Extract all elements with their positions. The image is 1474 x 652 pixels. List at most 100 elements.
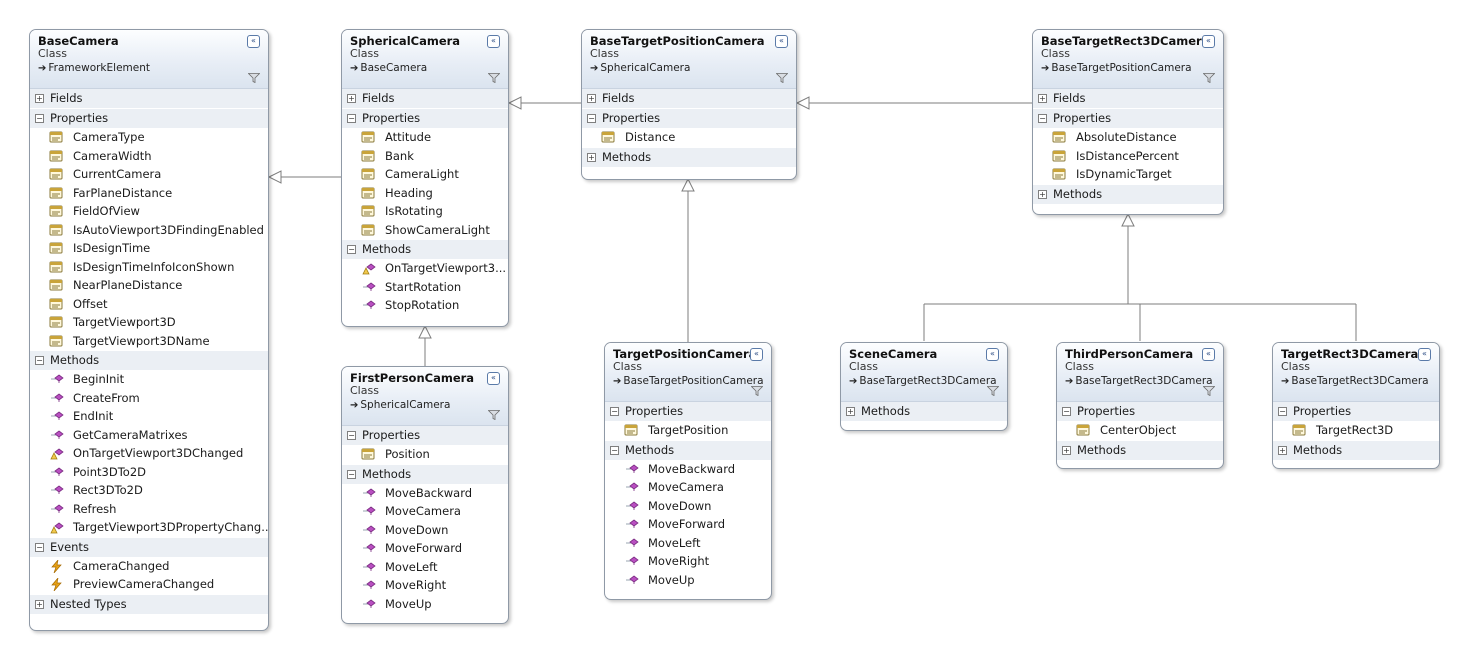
class-header[interactable]: BaseCamera Class ➔FrameworkElement « — [30, 30, 268, 89]
section-header-properties[interactable]: −Properties — [30, 109, 268, 128]
section-header-methods[interactable]: +Methods — [841, 402, 1007, 421]
collapse-toggle[interactable]: − — [35, 542, 44, 552]
property-item[interactable]: FieldOfView — [30, 202, 268, 221]
property-item[interactable]: Distance — [582, 128, 796, 147]
method-item[interactable]: StartRotation — [342, 278, 508, 297]
property-item[interactable]: AbsoluteDistance — [1033, 128, 1223, 147]
property-item[interactable]: Heading — [342, 184, 508, 203]
collapse-toggle[interactable]: − — [610, 445, 619, 455]
collapse-icon[interactable]: « — [1418, 348, 1431, 361]
class-box-targetpositioncamera[interactable]: TargetPositionCamera Class ➔BaseTargetPo… — [604, 342, 772, 600]
property-item[interactable]: TargetViewport3D — [30, 313, 268, 332]
method-item[interactable]: MoveCamera — [605, 478, 771, 497]
section-header-properties[interactable]: −Properties — [605, 402, 771, 421]
method-item[interactable]: StopRotation — [342, 296, 508, 315]
collapse-toggle[interactable]: − — [35, 114, 44, 123]
collapse-icon[interactable]: « — [1202, 348, 1215, 361]
expand-toggle[interactable]: + — [35, 599, 44, 609]
property-item[interactable]: CameraLight — [342, 165, 508, 184]
method-item[interactable]: MoveDown — [342, 521, 508, 540]
collapse-icon[interactable]: « — [1202, 35, 1215, 48]
event-item[interactable]: PreviewCameraChanged — [30, 575, 268, 594]
property-item[interactable]: Offset — [30, 295, 268, 314]
method-item[interactable]: MoveRight — [605, 552, 771, 571]
section-header-methods[interactable]: −Methods — [342, 464, 508, 484]
method-item[interactable]: GetCameraMatrixes — [30, 426, 268, 445]
collapse-toggle[interactable]: − — [1278, 407, 1287, 416]
section-header-methods[interactable]: −Methods — [342, 240, 508, 259]
expand-toggle[interactable]: + — [846, 407, 855, 416]
method-item[interactable]: MoveLeft — [605, 534, 771, 553]
expand-toggle[interactable]: + — [1062, 445, 1071, 455]
expand-toggle[interactable]: + — [347, 94, 356, 103]
class-box-basetargetrect3dcamera[interactable]: BaseTargetRect3DCamera Class ➔BaseTarget… — [1032, 29, 1224, 215]
property-item[interactable]: ShowCameraLight — [342, 221, 508, 240]
class-header[interactable]: SceneCamera Class ➔BaseTargetRect3DCamer… — [841, 343, 1007, 402]
property-item[interactable]: Attitude — [342, 128, 508, 147]
method-item[interactable]: MoveLeft — [342, 558, 508, 577]
expand-toggle[interactable]: + — [1038, 189, 1047, 199]
method-item[interactable]: MoveUp — [605, 571, 771, 590]
class-header[interactable]: TargetPositionCamera Class ➔BaseTargetPo… — [605, 343, 771, 402]
method-item[interactable]: OnTargetViewport3DChanged — [30, 444, 268, 463]
section-header-properties[interactable]: −Properties — [342, 426, 508, 445]
collapse-toggle[interactable]: − — [347, 469, 356, 479]
expand-toggle[interactable]: + — [587, 94, 596, 103]
method-item[interactable]: Rect3DTo2D — [30, 481, 268, 500]
collapse-icon[interactable]: « — [247, 35, 260, 48]
class-header[interactable]: FirstPersonCamera Class ➔SphericalCamera… — [342, 367, 508, 426]
section-header-properties[interactable]: −Properties — [342, 109, 508, 128]
section-header-fields[interactable]: +Fields — [582, 89, 796, 108]
collapse-toggle[interactable]: − — [1062, 407, 1071, 416]
class-box-basecamera[interactable]: BaseCamera Class ➔FrameworkElement « + Fi… — [29, 29, 269, 631]
filter-icon[interactable] — [488, 410, 500, 420]
section-header-nested-types[interactable]: +Nested Types — [30, 594, 268, 614]
property-item[interactable]: Bank — [342, 147, 508, 166]
collapse-icon[interactable]: « — [487, 372, 500, 385]
filter-icon[interactable] — [987, 386, 999, 396]
collapse-icon[interactable]: « — [775, 35, 788, 48]
filter-icon[interactable] — [1203, 73, 1215, 83]
filter-icon[interactable] — [776, 73, 788, 83]
filter-icon[interactable] — [751, 386, 763, 396]
class-header[interactable]: SphericalCamera Class ➔BaseCamera « — [342, 30, 508, 89]
class-box-targetrect3dcamera[interactable]: TargetRect3DCamera Class ➔BaseTargetRect… — [1272, 342, 1440, 469]
method-item[interactable]: Point3DTo2D — [30, 463, 268, 482]
filter-icon[interactable] — [488, 73, 500, 83]
collapse-toggle[interactable]: − — [347, 431, 356, 440]
property-item[interactable]: IsRotating — [342, 202, 508, 221]
property-item[interactable]: CameraType — [30, 128, 268, 147]
method-item[interactable]: BeginInit — [30, 370, 268, 389]
expand-toggle[interactable]: + — [1038, 94, 1047, 103]
section-header-properties[interactable]: −Properties — [1033, 109, 1223, 128]
property-item[interactable]: IsDesignTimeInfoIconShown — [30, 258, 268, 277]
method-item[interactable]: CreateFrom — [30, 389, 268, 408]
section-header-methods[interactable]: +Methods — [582, 147, 796, 167]
expand-toggle[interactable]: + — [587, 152, 596, 162]
class-header[interactable]: BaseTargetPositionCamera Class ➔Spherica… — [582, 30, 796, 89]
method-item[interactable]: EndInit — [30, 407, 268, 426]
class-header[interactable]: ThirdPersonCamera Class ➔BaseTargetRect3… — [1057, 343, 1223, 402]
method-item[interactable]: TargetViewport3DPropertyChang... — [30, 518, 268, 537]
collapse-toggle[interactable]: − — [347, 114, 356, 123]
property-item[interactable]: CurrentCamera — [30, 165, 268, 184]
method-item[interactable]: OnTargetViewport3... — [342, 259, 508, 278]
method-item[interactable]: Refresh — [30, 500, 268, 519]
section-header-methods[interactable]: +Methods — [1057, 440, 1223, 460]
collapse-toggle[interactable]: − — [587, 114, 596, 123]
section-header-fields[interactable]: +Fields — [1033, 89, 1223, 108]
method-item[interactable]: MoveCamera — [342, 502, 508, 521]
class-box-basetargetpositioncamera[interactable]: BaseTargetPositionCamera Class ➔Spherica… — [581, 29, 797, 180]
section-header-properties[interactable]: −Properties — [1273, 402, 1439, 421]
property-item[interactable]: IsDesignTime — [30, 239, 268, 258]
property-item[interactable]: CenterObject — [1057, 421, 1223, 440]
property-item[interactable]: Position — [342, 445, 508, 464]
property-item[interactable]: TargetViewport3DName — [30, 332, 268, 351]
property-item[interactable]: FarPlaneDistance — [30, 184, 268, 203]
section-header-methods[interactable]: −Methods — [30, 351, 268, 370]
property-item[interactable]: TargetRect3D — [1273, 421, 1439, 440]
collapse-toggle[interactable]: − — [347, 245, 356, 254]
property-item[interactable]: IsDistancePercent — [1033, 147, 1223, 166]
filter-icon[interactable] — [248, 73, 260, 83]
section-header-properties[interactable]: −Properties — [582, 109, 796, 128]
